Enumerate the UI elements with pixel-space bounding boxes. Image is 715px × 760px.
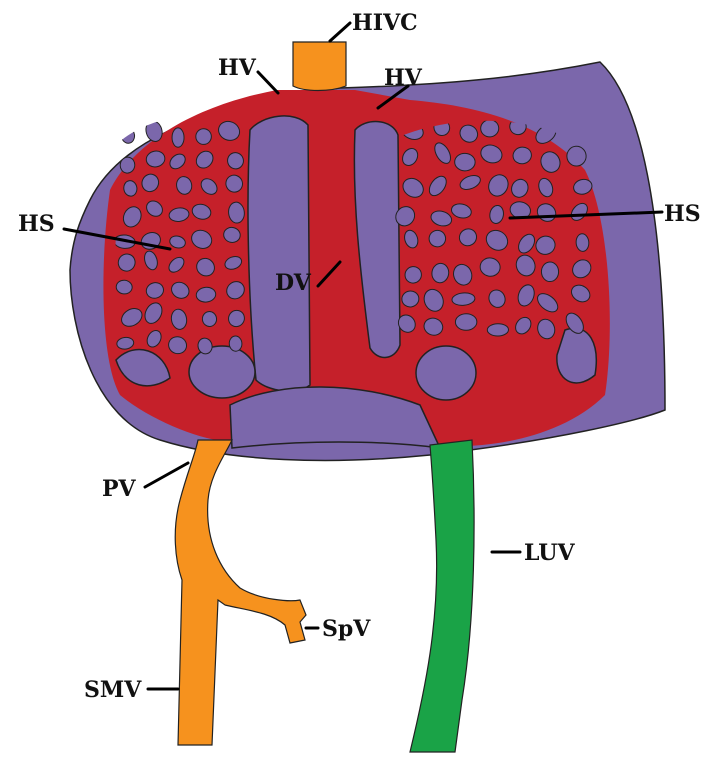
- label-hv-left: HV: [218, 55, 257, 81]
- label-hv-right: HV: [384, 65, 423, 91]
- leader-pv: [145, 463, 188, 487]
- sinusoid-hole: [172, 128, 184, 147]
- label-hs-right: HS: [664, 201, 701, 227]
- label-hs-left: HS: [18, 211, 55, 237]
- luv-vessel: [410, 440, 474, 752]
- label-luv: LUV: [524, 540, 575, 566]
- portal-vein: [175, 440, 306, 745]
- label-smv: SMV: [84, 677, 142, 703]
- sinusoid-hole: [120, 127, 136, 144]
- label-pv: PV: [102, 476, 137, 502]
- sinusoid-hole: [196, 128, 212, 144]
- sinusoid-network: [103, 90, 609, 448]
- hivc-vessel: [293, 42, 346, 91]
- sinusoid-hole: [455, 314, 477, 331]
- label-spv: SpV: [322, 616, 371, 642]
- sinusoid-hole: [541, 262, 558, 282]
- leader-hv-left: [258, 72, 278, 93]
- sinusoid-hole: [487, 324, 508, 337]
- sinusoid-hole: [229, 336, 242, 352]
- leader-hivc: [330, 23, 350, 41]
- label-hivc: HIVC: [352, 10, 418, 36]
- label-dv: DV: [275, 270, 312, 296]
- sinusoid-hole: [454, 153, 475, 171]
